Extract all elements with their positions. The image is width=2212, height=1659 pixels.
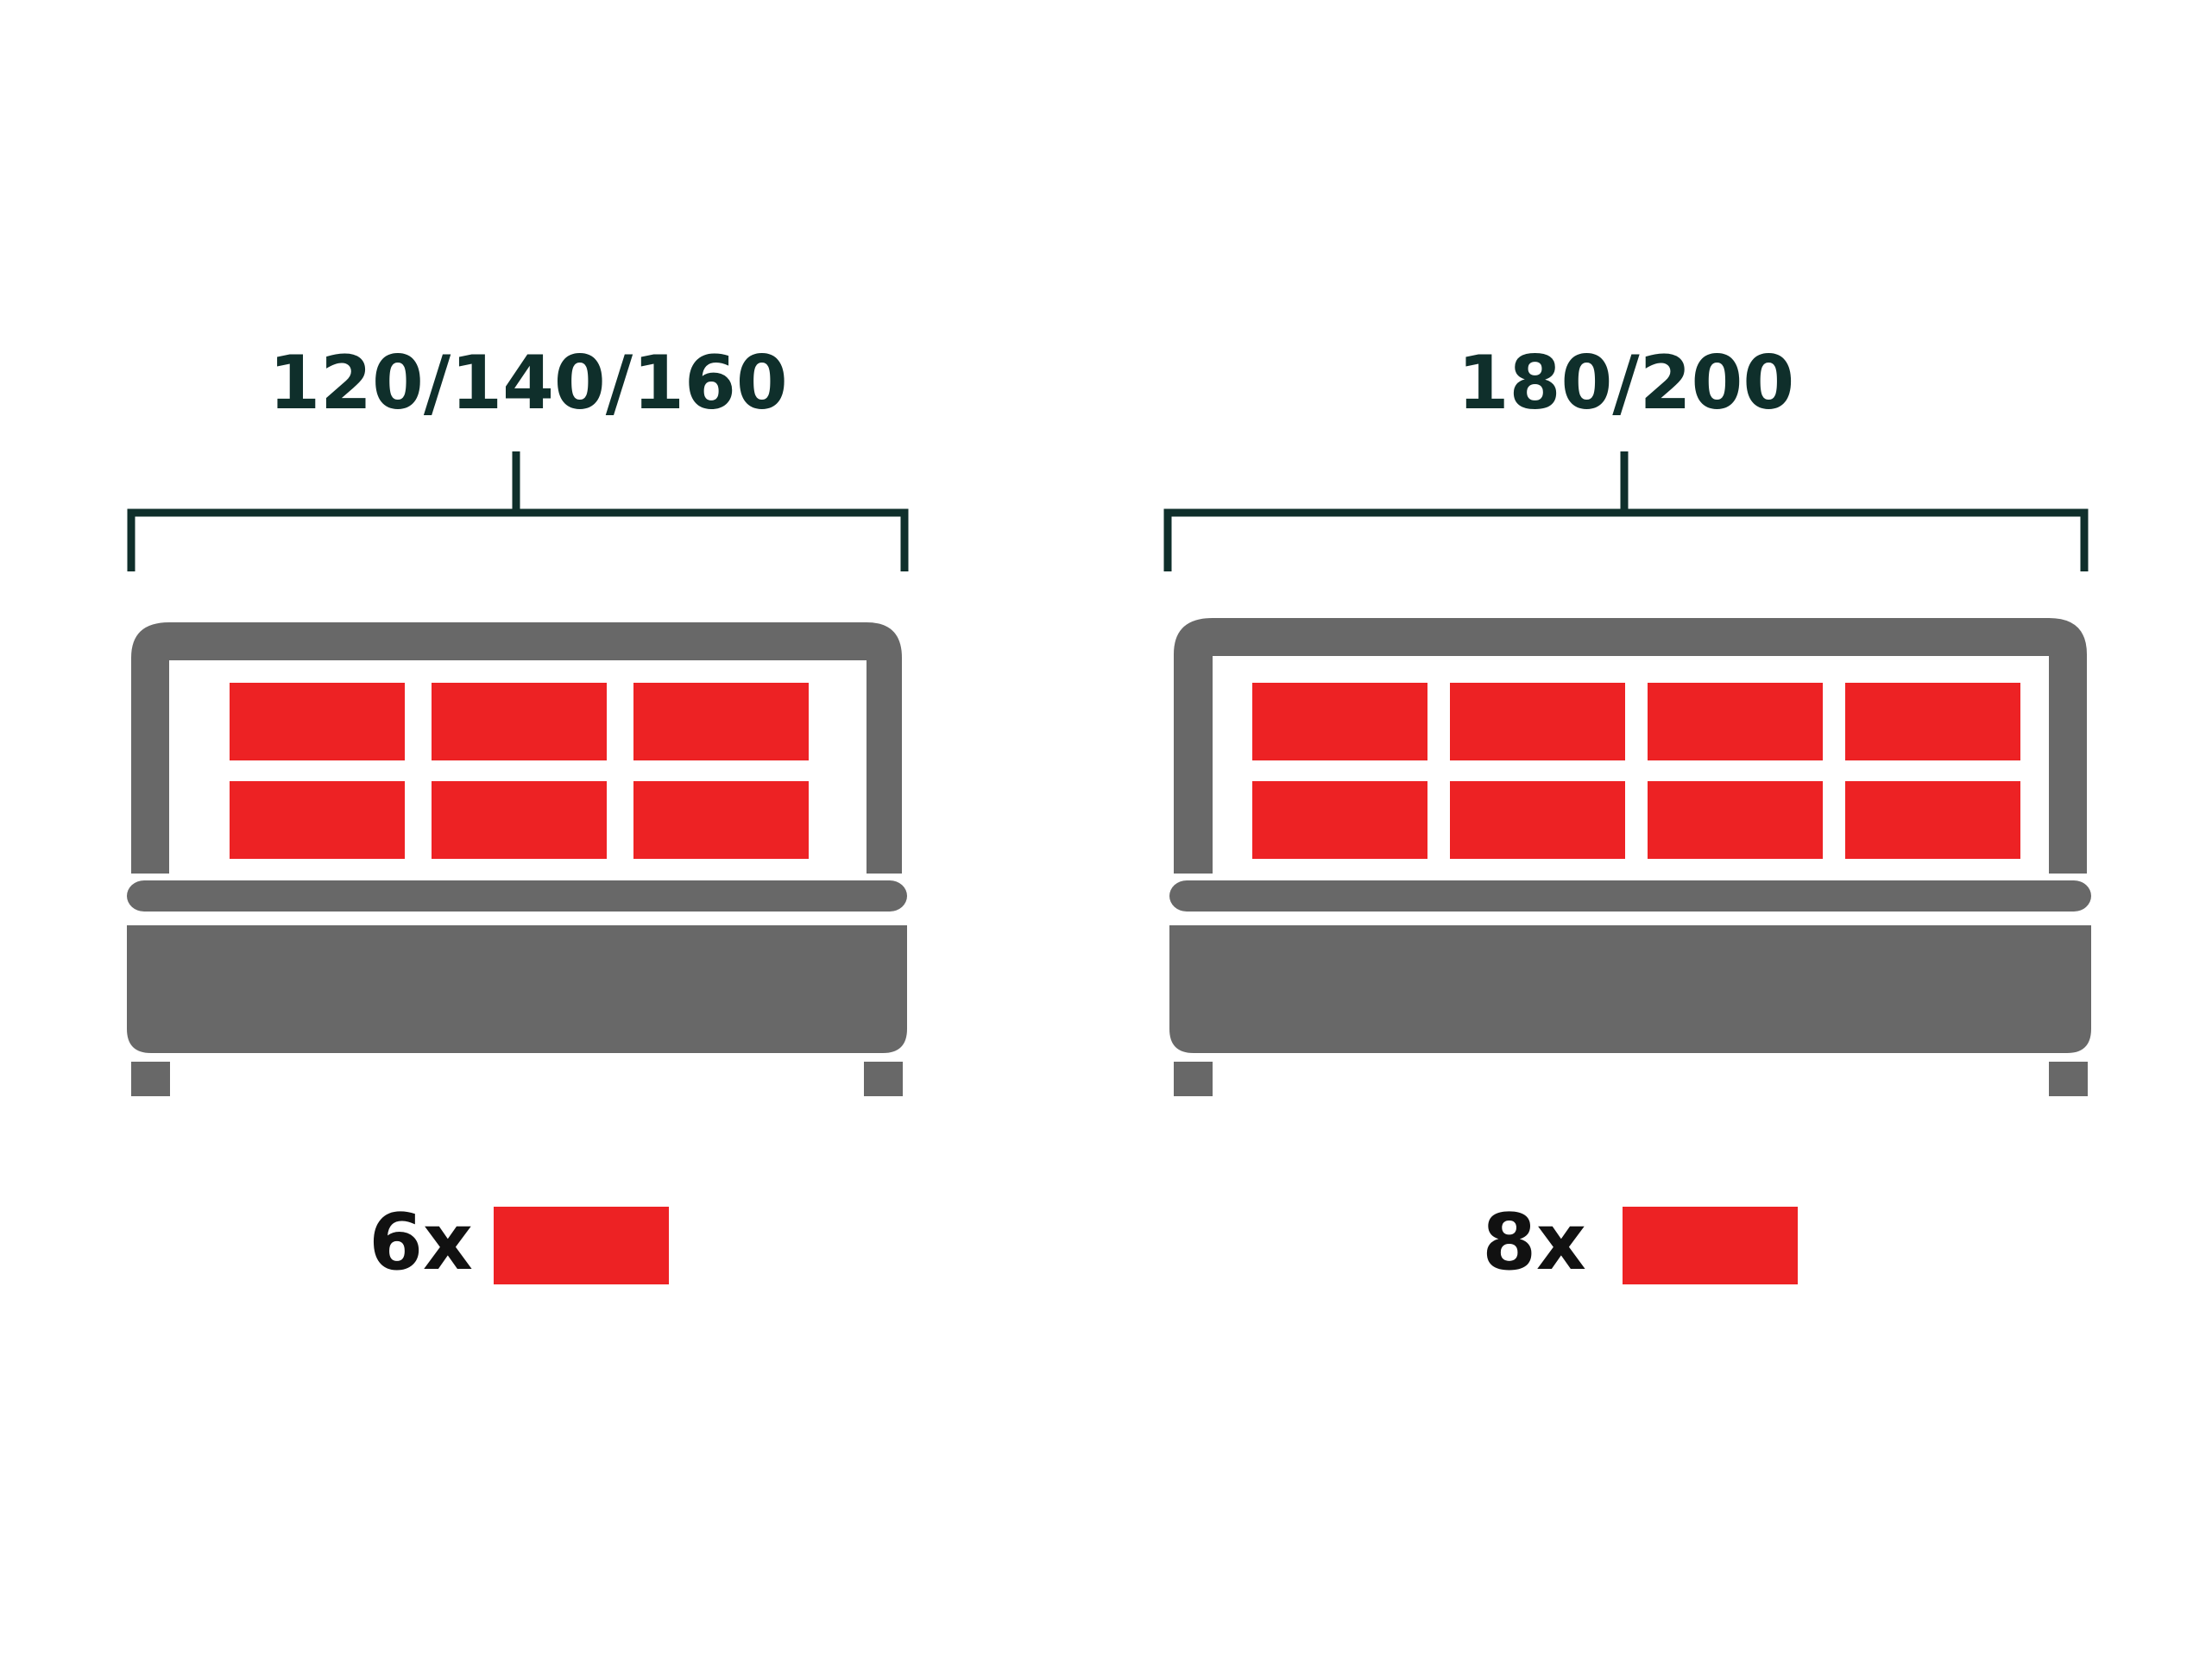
panel-swatch-large: [1623, 1207, 1798, 1284]
bed-base-small: [127, 925, 907, 1053]
panel-grid-large: [1252, 683, 2020, 859]
headboard-large: [1174, 618, 2087, 874]
headboard-panel: [432, 781, 607, 859]
panel-swatch-small: [494, 1207, 669, 1284]
bed-base-large: [1169, 925, 2091, 1053]
headboard-panel: [633, 683, 809, 760]
width-bracket-small: [127, 451, 909, 571]
headboard-panel: [1845, 781, 2020, 859]
panel-count-large: 8x: [1482, 1197, 1798, 1288]
headboard-panel: [230, 683, 405, 760]
width-bracket-large: [1163, 451, 2089, 571]
mattress-top-large: [1169, 880, 2091, 912]
size-label-small: 120/140/160: [268, 340, 787, 426]
bed-diagram-small: 120/140/160: [127, 340, 909, 1096]
size-label-large: 180/200: [1458, 340, 1794, 426]
bed-leg-left-large: [1174, 1062, 1213, 1096]
headboard-small: [131, 622, 902, 874]
headboard-panel: [1648, 781, 1823, 859]
headboard-panel: [1450, 781, 1625, 859]
bed-leg-left-small: [131, 1062, 170, 1096]
count-label-large: 8x: [1482, 1197, 1586, 1288]
headboard-panel: [1648, 683, 1823, 760]
headboard-panel: [633, 781, 809, 859]
bed-leg-right-large: [2049, 1062, 2088, 1096]
mattress-top-small: [127, 880, 907, 912]
headboard-panel: [230, 781, 405, 859]
headboard-panel: [1252, 683, 1427, 760]
headboard-panel: [1450, 683, 1625, 760]
headboard-panel: [1252, 781, 1427, 859]
headboard-panel: [1845, 683, 2020, 760]
count-label-small: 6x: [369, 1197, 473, 1288]
panel-grid-small: [230, 683, 809, 859]
panel-count-small: 6x: [369, 1197, 669, 1288]
headboard-panel: [432, 683, 607, 760]
bed-leg-right-small: [864, 1062, 903, 1096]
bed-diagram-large: 180/200: [1163, 340, 2091, 1096]
